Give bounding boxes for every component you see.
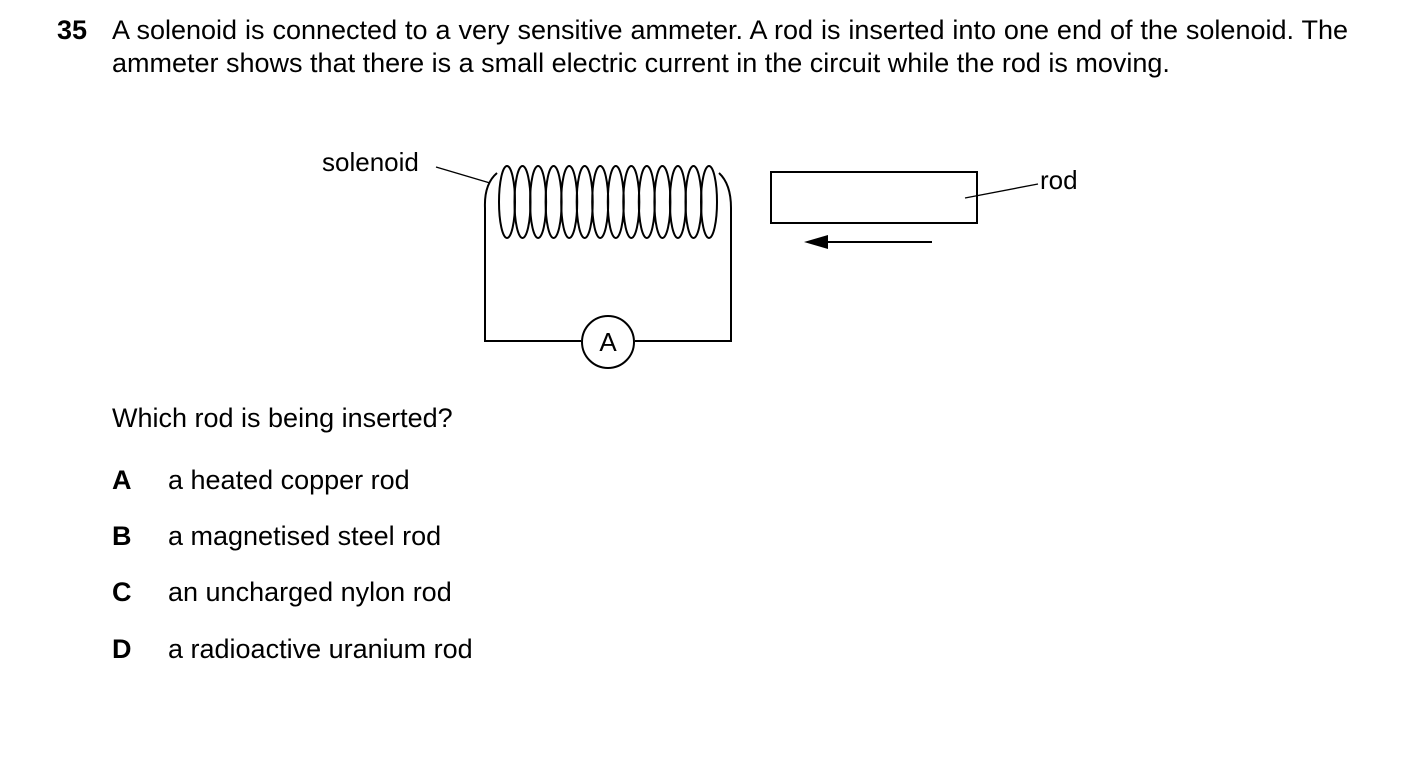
coil-turn <box>498 165 516 239</box>
coil-turn <box>560 165 579 239</box>
coil-turn <box>544 165 563 239</box>
rod-leader-line <box>964 183 1039 199</box>
option-text: a magnetised steel rod <box>168 521 442 551</box>
coil-turn <box>575 165 594 239</box>
coil-turn <box>591 165 610 239</box>
rod <box>770 171 978 224</box>
rod-label: rod <box>1040 165 1078 195</box>
coil-turn <box>622 165 641 239</box>
option-text: a radioactive uranium rod <box>168 634 473 664</box>
coil-turn <box>653 165 672 239</box>
circuit-wires <box>483 172 732 342</box>
ammeter-symbol <box>581 315 635 369</box>
coil-turn <box>513 165 532 239</box>
coil-turn <box>637 165 656 239</box>
question-number: 35 <box>57 15 88 45</box>
option-letter: B <box>112 521 132 551</box>
option-letter: D <box>112 634 132 664</box>
option-text: a heated copper rod <box>168 465 410 495</box>
coil-turn <box>606 165 625 239</box>
option-text: an uncharged nylon rod <box>168 577 452 607</box>
coil-turn <box>529 165 548 239</box>
solenoid-leader-line <box>435 166 491 184</box>
question-stem: A solenoid is connected to a very sensit… <box>112 15 1348 78</box>
option-letter: C <box>112 577 132 607</box>
motion-arrow-head <box>804 235 828 249</box>
solenoid-label: solenoid <box>322 147 419 177</box>
ammeter-label: A <box>599 327 617 357</box>
circuit-diagram: solenoid A rod <box>322 147 1078 369</box>
coil-turn <box>668 165 687 239</box>
question-prompt: Which rod is being inserted? <box>112 403 453 433</box>
coil-turn <box>684 165 703 239</box>
coil-turn <box>700 165 718 239</box>
option-letter: A <box>112 465 132 495</box>
solenoid-coil <box>498 165 718 239</box>
